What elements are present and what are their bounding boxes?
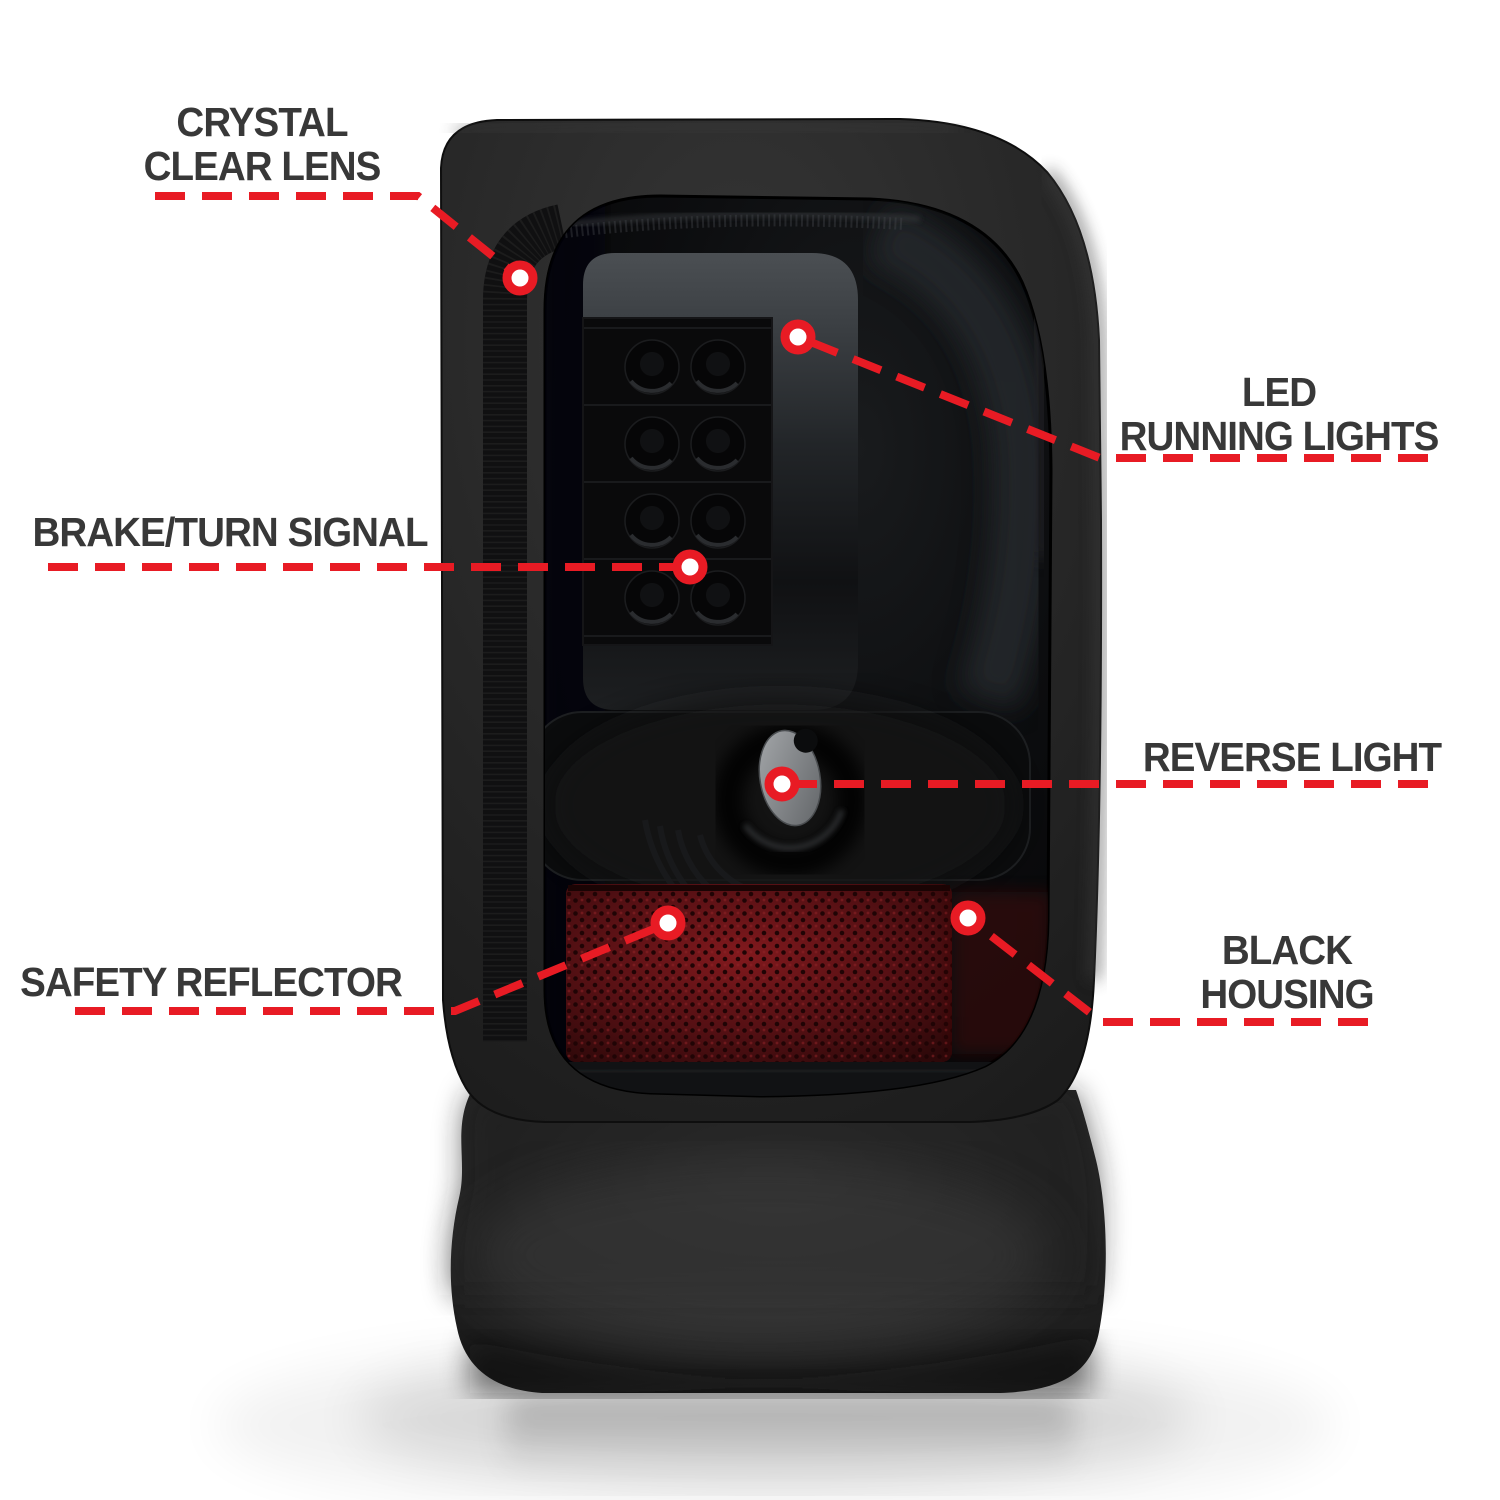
- leader-black-housing: [965, 914, 1368, 1026]
- marker-reverse-light: [764, 766, 800, 802]
- leader-lines: [48, 192, 1428, 1026]
- label-line: HOUSING: [1200, 971, 1374, 1017]
- label-line: CLEAR LENS: [143, 143, 382, 189]
- label-black-housing: BLACK HOUSING: [1052, 928, 1500, 1016]
- label-line: RUNNING LIGHTS: [1119, 413, 1440, 459]
- leader-crystal-clear-lens: [155, 192, 523, 282]
- leader-safety-reflector: [75, 919, 670, 1015]
- leader-led-running-lights: [796, 333, 1428, 462]
- label-crystal-clear-lens: CRYSTAL CLEAR LENS: [27, 100, 497, 188]
- gasket-strip: [483, 204, 568, 1042]
- label-line: BLACK: [1221, 927, 1353, 973]
- light-bar-tube: [583, 253, 858, 710]
- marker-black-housing: [950, 900, 986, 936]
- label-led-running-lights: LED RUNNING LIGHTS: [1044, 370, 1500, 458]
- marker-crystal-clear-lens: [502, 260, 538, 296]
- marker-led-running-lights: [780, 319, 816, 355]
- label-line: REVERSE LIGHT: [1142, 734, 1442, 780]
- marker-brake-turn-signal: [672, 549, 708, 585]
- led-panel: [582, 317, 773, 646]
- label-safety-reflector: SAFETY REFLECTOR: [0, 960, 446, 1004]
- marker-safety-reflector: [650, 905, 686, 941]
- label-brake-turn-signal: BRAKE/TURN SIGNAL: [0, 510, 465, 554]
- mounting-base: [450, 1090, 1106, 1393]
- label-line: SAFETY REFLECTOR: [20, 959, 403, 1005]
- label-reverse-light: REVERSE LIGHT: [1057, 735, 1500, 779]
- label-line: BRAKE/TURN SIGNAL: [32, 509, 428, 555]
- label-line: LED: [1241, 369, 1317, 415]
- callout-markers: [502, 260, 986, 941]
- label-line: CRYSTAL: [176, 99, 348, 145]
